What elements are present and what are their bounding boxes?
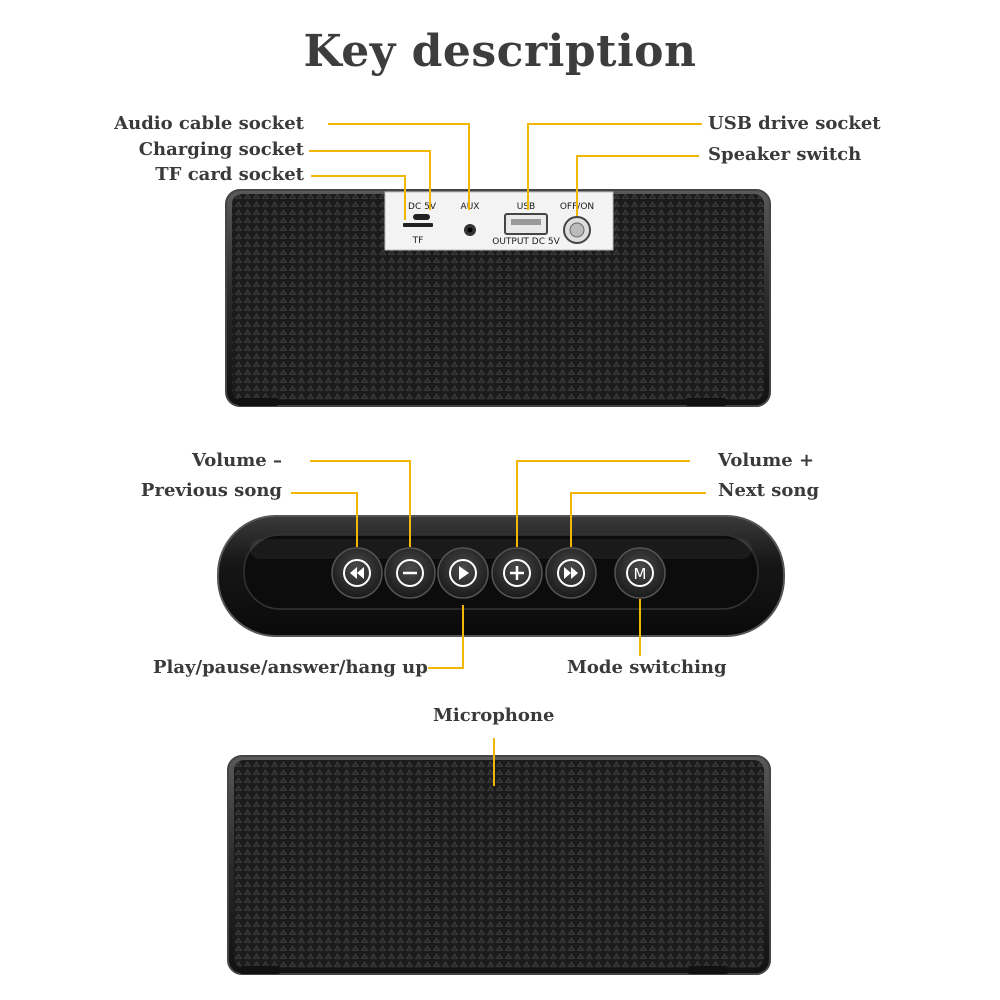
play-icon: [459, 566, 469, 580]
label-charging-socket: Charging socket: [138, 139, 304, 160]
tf-label: TF: [412, 236, 424, 246]
callout-play-pause: [428, 605, 464, 669]
charging-port: [413, 214, 430, 220]
speaker-top-view: M: [217, 515, 785, 637]
label-usb-drive-socket: USB drive socket: [708, 113, 881, 134]
label-volume-minus: Volume –: [191, 450, 282, 471]
next-song-button[interactable]: [545, 547, 597, 599]
label-play-pause: Play/pause/answer/hang up: [153, 657, 428, 678]
volume-minus-button[interactable]: [384, 547, 436, 599]
tf-card-slot: [403, 223, 433, 227]
callout-next: [570, 492, 706, 547]
previous-song-button[interactable]: [331, 547, 383, 599]
callout-lines: [291, 123, 706, 786]
callout-audio-cable: [328, 123, 470, 210]
label-next-song: Next song: [718, 480, 820, 501]
label-audio-cable-socket: Audio cable socket: [114, 113, 304, 134]
callout-tf-card: [311, 175, 406, 220]
callout-volume-minus: [310, 460, 411, 547]
fast-forward-icon: [564, 567, 571, 579]
speaker-back-view: DC 5V TF AUX USB OUTPUT DC 5V OFF/ON: [225, 189, 771, 407]
label-tf-card-socket: TF card socket: [155, 164, 304, 185]
label-mode-switching: Mode switching: [567, 657, 727, 678]
mode-switch-button[interactable]: M: [614, 547, 666, 599]
callout-volume-plus: [516, 460, 690, 547]
usb-label: USB: [517, 202, 535, 212]
dc-label: DC 5V: [408, 202, 437, 212]
label-microphone: Microphone: [433, 705, 555, 726]
output-label: OUTPUT DC 5V: [492, 237, 560, 247]
rewind-icon: [350, 567, 357, 579]
callout-charging: [309, 150, 431, 210]
callout-previous: [291, 492, 358, 547]
volume-plus-button[interactable]: [491, 547, 543, 599]
play-pause-button[interactable]: [437, 547, 489, 599]
callout-switch: [576, 155, 699, 216]
page-title: Key description: [303, 26, 697, 77]
mode-icon: M: [634, 565, 647, 583]
label-volume-plus: Volume +: [718, 450, 815, 471]
callout-usb: [527, 123, 702, 210]
speaker-front-view: [227, 755, 771, 975]
label-previous-song: Previous song: [140, 480, 282, 501]
label-speaker-switch: Speaker switch: [708, 144, 862, 165]
